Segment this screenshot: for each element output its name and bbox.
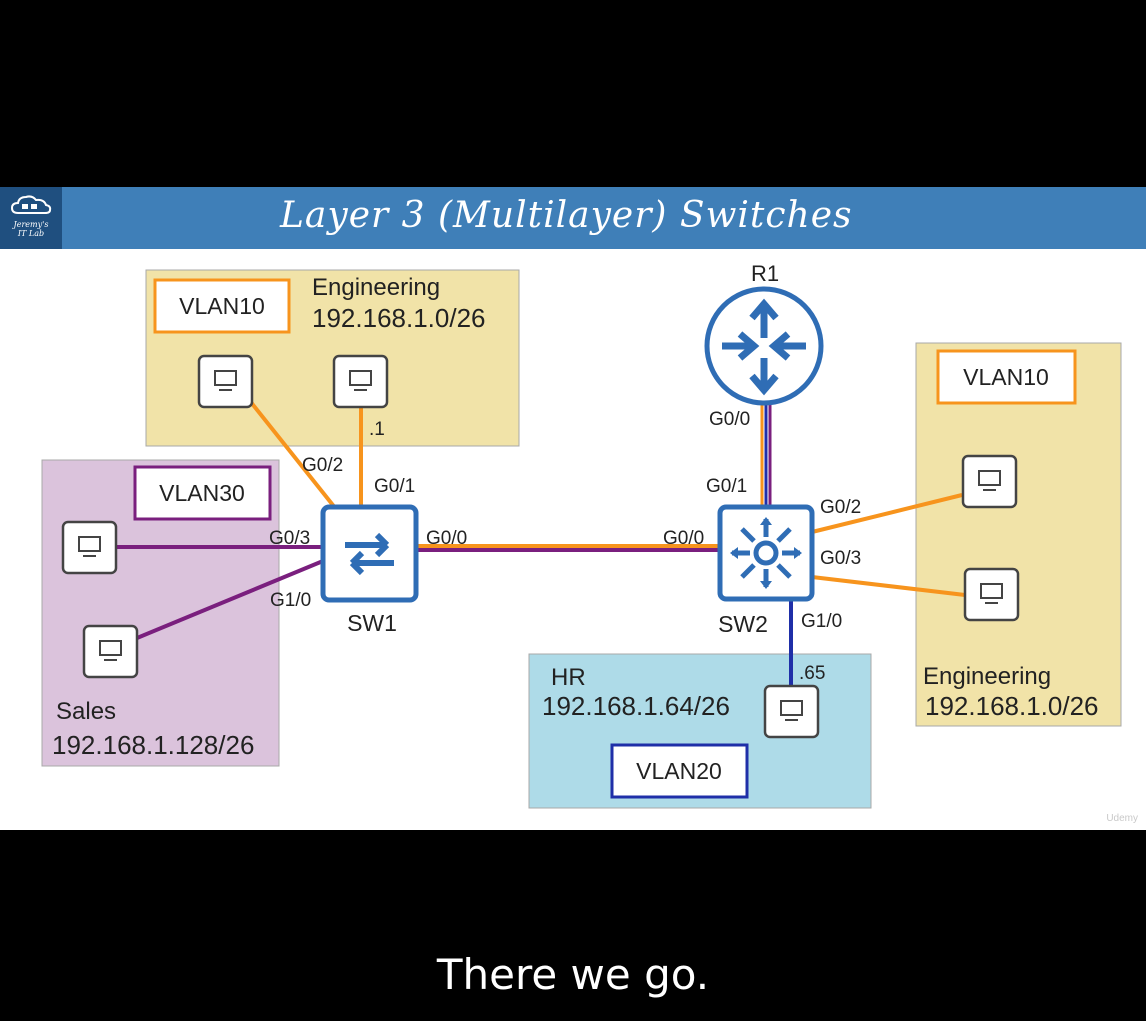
r1-label: R1: [751, 261, 779, 286]
logo: Jeremy's IT Lab: [0, 187, 62, 249]
watermark: Udemy: [1106, 813, 1138, 824]
logo-line-2: IT Lab: [17, 229, 45, 238]
vlan30-label: VLAN30: [159, 480, 245, 506]
link-sw2-g0-3: [811, 575, 966, 597]
pc-icon: [332, 354, 389, 409]
engineering-name-right: Engineering: [923, 663, 1051, 690]
sales-subnet: 192.168.1.128/26: [52, 730, 254, 760]
port-label-sw1-g0-3: G0/3: [269, 528, 310, 549]
engineering-subnet-left: 192.168.1.0/26: [312, 303, 486, 333]
sw2-multilayer-switch-icon: [717, 504, 815, 602]
port-label-sw2-g0-1: G0/1: [706, 476, 747, 497]
r1-router-icon: [704, 286, 824, 406]
port-label-sw1-g0-0: G0/0: [426, 528, 467, 549]
port-label-sw1-g1-0: G1/0: [270, 590, 311, 611]
port-label-sw1-g0-2: G0/2: [302, 455, 343, 476]
slide-title: Layer 3 (Multilayer) Switches: [280, 195, 853, 236]
sw1-switch-icon: [320, 504, 419, 603]
port-label-sw2-g0-0: G0/0: [663, 528, 704, 549]
link-sw1-g1-0: [136, 559, 324, 640]
pc-icon: [963, 567, 1020, 622]
title-bar: Jeremy's IT Lab Layer 3 (Multilayer) Swi…: [0, 187, 1146, 249]
port-label-sw2-g1-0: G1/0: [801, 611, 842, 632]
vlan10-label-right: VLAN10: [963, 364, 1049, 390]
vlan10-box-left: [153, 278, 291, 334]
vlan20-box: [610, 743, 749, 799]
logo-line-1: Jeremy's: [13, 220, 49, 229]
vlan20-label: VLAN20: [636, 758, 722, 784]
sw2-label: SW2: [718, 611, 768, 637]
ip-label-eng-pc: .1: [369, 419, 385, 440]
port-label-sw2-g0-2: G0/2: [820, 497, 861, 518]
video-subtitle: There we go.: [436, 950, 710, 999]
port-label-r1-g0-0: G0/0: [709, 409, 750, 430]
ip-label-hr-pc: .65: [799, 663, 825, 684]
sw1-label: SW1: [347, 610, 397, 636]
sales-name: Sales: [56, 698, 116, 725]
port-label-sw2-g0-3: G0/3: [820, 548, 861, 569]
hr-name: HR: [551, 664, 586, 691]
engineering-zone-right: [915, 342, 1122, 727]
cloud-lab-icon: [10, 195, 52, 214]
vlan30-box: [133, 465, 272, 521]
vlan10-box-right: [936, 349, 1077, 405]
vlan10-label-left: VLAN10: [179, 293, 265, 319]
engineering-name-left: Engineering: [312, 274, 440, 301]
pc-icon: [197, 354, 254, 409]
engineering-subnet-right: 192.168.1.0/26: [925, 691, 1099, 721]
pc-icon: [961, 454, 1018, 509]
pc-icon: [763, 684, 820, 739]
link-sw2-g0-2: [811, 493, 963, 534]
pc-icon: [82, 624, 139, 679]
link-sw1-g0-2: [244, 394, 338, 511]
slide: Jeremy's IT Lab Layer 3 (Multilayer) Swi…: [0, 187, 1146, 830]
hr-subnet: 192.168.1.64/26: [542, 691, 730, 721]
port-label-sw1-g0-1: G0/1: [374, 476, 415, 497]
pc-icon: [61, 520, 118, 575]
network-diagram: VLAN10 VLAN30 VLAN20 VLAN10 Engineering …: [41, 261, 1122, 809]
